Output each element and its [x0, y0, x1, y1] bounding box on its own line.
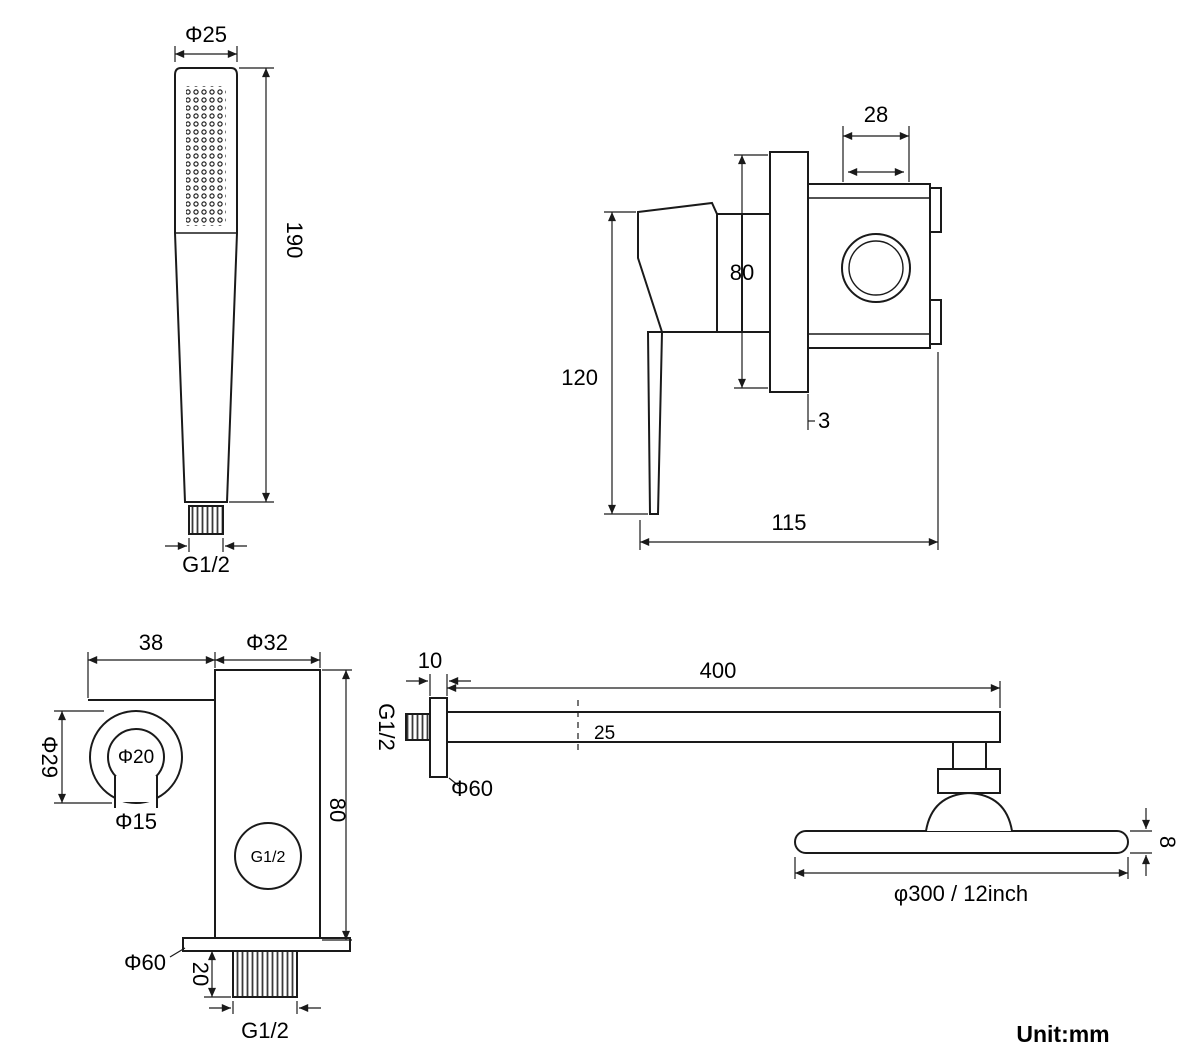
dim-bracket-arm-width: 38 [87, 630, 216, 698]
mixer-body [807, 183, 931, 349]
bracket-clamp-outer [89, 710, 183, 804]
unit-label: Unit:mm [1016, 1021, 1109, 1047]
dim-label-arm-inlet-thread: G1/2 [374, 703, 399, 751]
dim-bracket-thread-length: 20 [188, 950, 231, 998]
bracket-outlet-circle [234, 822, 302, 890]
bracket-thread [232, 950, 298, 998]
dim-label-head-thickness: 8 [1155, 836, 1180, 848]
hand-shower-view: Φ25 190 G1/2 [165, 22, 307, 577]
head-connector-lower [937, 768, 1001, 794]
dim-bracket-flange-diameter: Φ60 [124, 947, 186, 975]
dim-label-arm-flange-thickness: 10 [418, 648, 442, 673]
dim-label-bracket-body-width: Φ32 [246, 630, 288, 655]
mixer-outlet-inner [848, 240, 904, 296]
dim-mixer-plate-thickness: 3 [807, 394, 830, 433]
dim-hand-shower-diameter: Φ25 [174, 22, 238, 62]
dim-label-mixer-plate-height: 80 [730, 260, 754, 285]
dim-label-bracket-body-height: 80 [325, 798, 350, 822]
head-disc [794, 830, 1129, 854]
dim-bracket-clamp-outer: Φ29 [37, 710, 112, 804]
dim-label-mixer-top-width: 28 [864, 102, 888, 127]
dim-label-mixer-plate-thickness: 3 [818, 408, 830, 433]
dim-label-bracket-clamp-opening: Φ15 [115, 809, 157, 834]
dim-label-hand-shower-thread: G1/2 [182, 552, 230, 577]
arm-tube [446, 711, 1001, 743]
dim-label-bracket-clamp-outer: Φ29 [37, 736, 62, 778]
dim-mixer-handle-length: 120 [561, 211, 648, 515]
head-dome [925, 791, 1013, 832]
mixer-outlet-outer [841, 233, 911, 303]
dim-bracket-body-height: 80 [322, 669, 352, 941]
head-connector-upper [952, 741, 987, 770]
dim-label-bracket-outlet-thread: G1/2 [251, 849, 286, 866]
mixer-valve-view: 28 80 120 3 115 [561, 102, 942, 550]
spray-face-dots [186, 86, 226, 226]
dim-label-bracket-thread-length: 20 [188, 962, 213, 986]
dim-label-mixer-handle-length: 120 [561, 365, 598, 390]
dim-bracket-bottom-thread: G1/2 [209, 1001, 321, 1043]
dim-label-bracket-flange-diameter: Φ60 [124, 950, 166, 975]
mixer-tab-top [929, 187, 942, 233]
mixer-lever [646, 331, 664, 515]
dim-head-diameter: φ300 / 12inch [794, 857, 1129, 906]
dim-label-arm-length: 400 [700, 658, 737, 683]
wall-bracket-view: Φ20 Φ15 G1/2 38 Φ32 Φ29 80 [37, 630, 352, 1043]
hand-shower-thread [188, 505, 224, 535]
dim-bracket-body-width: Φ32 [214, 630, 321, 668]
dim-mixer-top-width: 28 [842, 102, 910, 182]
dim-arm-length: 400 [446, 658, 1001, 708]
dim-label-mixer-total-width: 115 [771, 510, 806, 535]
arm-inlet-thread [405, 713, 431, 741]
dim-label-hand-shower-diameter: Φ25 [185, 22, 227, 47]
bracket-body [214, 669, 321, 941]
mixer-tab-bottom [929, 299, 942, 345]
dim-label-bracket-bottom-thread: G1/2 [241, 1018, 289, 1043]
dim-hand-shower-thread: G1/2 [165, 538, 247, 577]
dim-arm-flange-diameter: Φ60 [448, 776, 493, 801]
dim-mixer-total-width: 115 [639, 352, 939, 550]
dim-mixer-plate-height: 80 [730, 154, 768, 389]
mixer-wall-plate [769, 151, 809, 393]
dim-label-arm-height: 25 [594, 723, 615, 744]
arm-wall-flange [429, 697, 448, 778]
dim-head-thickness: 8 [1130, 808, 1180, 876]
shower-arm-view: 25 10 400 G1/2 Φ60 8 φ [374, 648, 1180, 906]
dim-hand-shower-length: 190 [229, 67, 307, 503]
dim-arm-flange-thickness: 10 [406, 648, 471, 696]
dim-label-head-diameter: φ300 / 12inch [894, 881, 1028, 906]
dim-label-hand-shower-length: 190 [282, 222, 307, 259]
dim-label-bracket-arm-width: 38 [139, 630, 163, 655]
dim-label-bracket-clamp-inner: Φ20 [118, 747, 154, 768]
dim-label-arm-flange-diameter: Φ60 [451, 776, 493, 801]
